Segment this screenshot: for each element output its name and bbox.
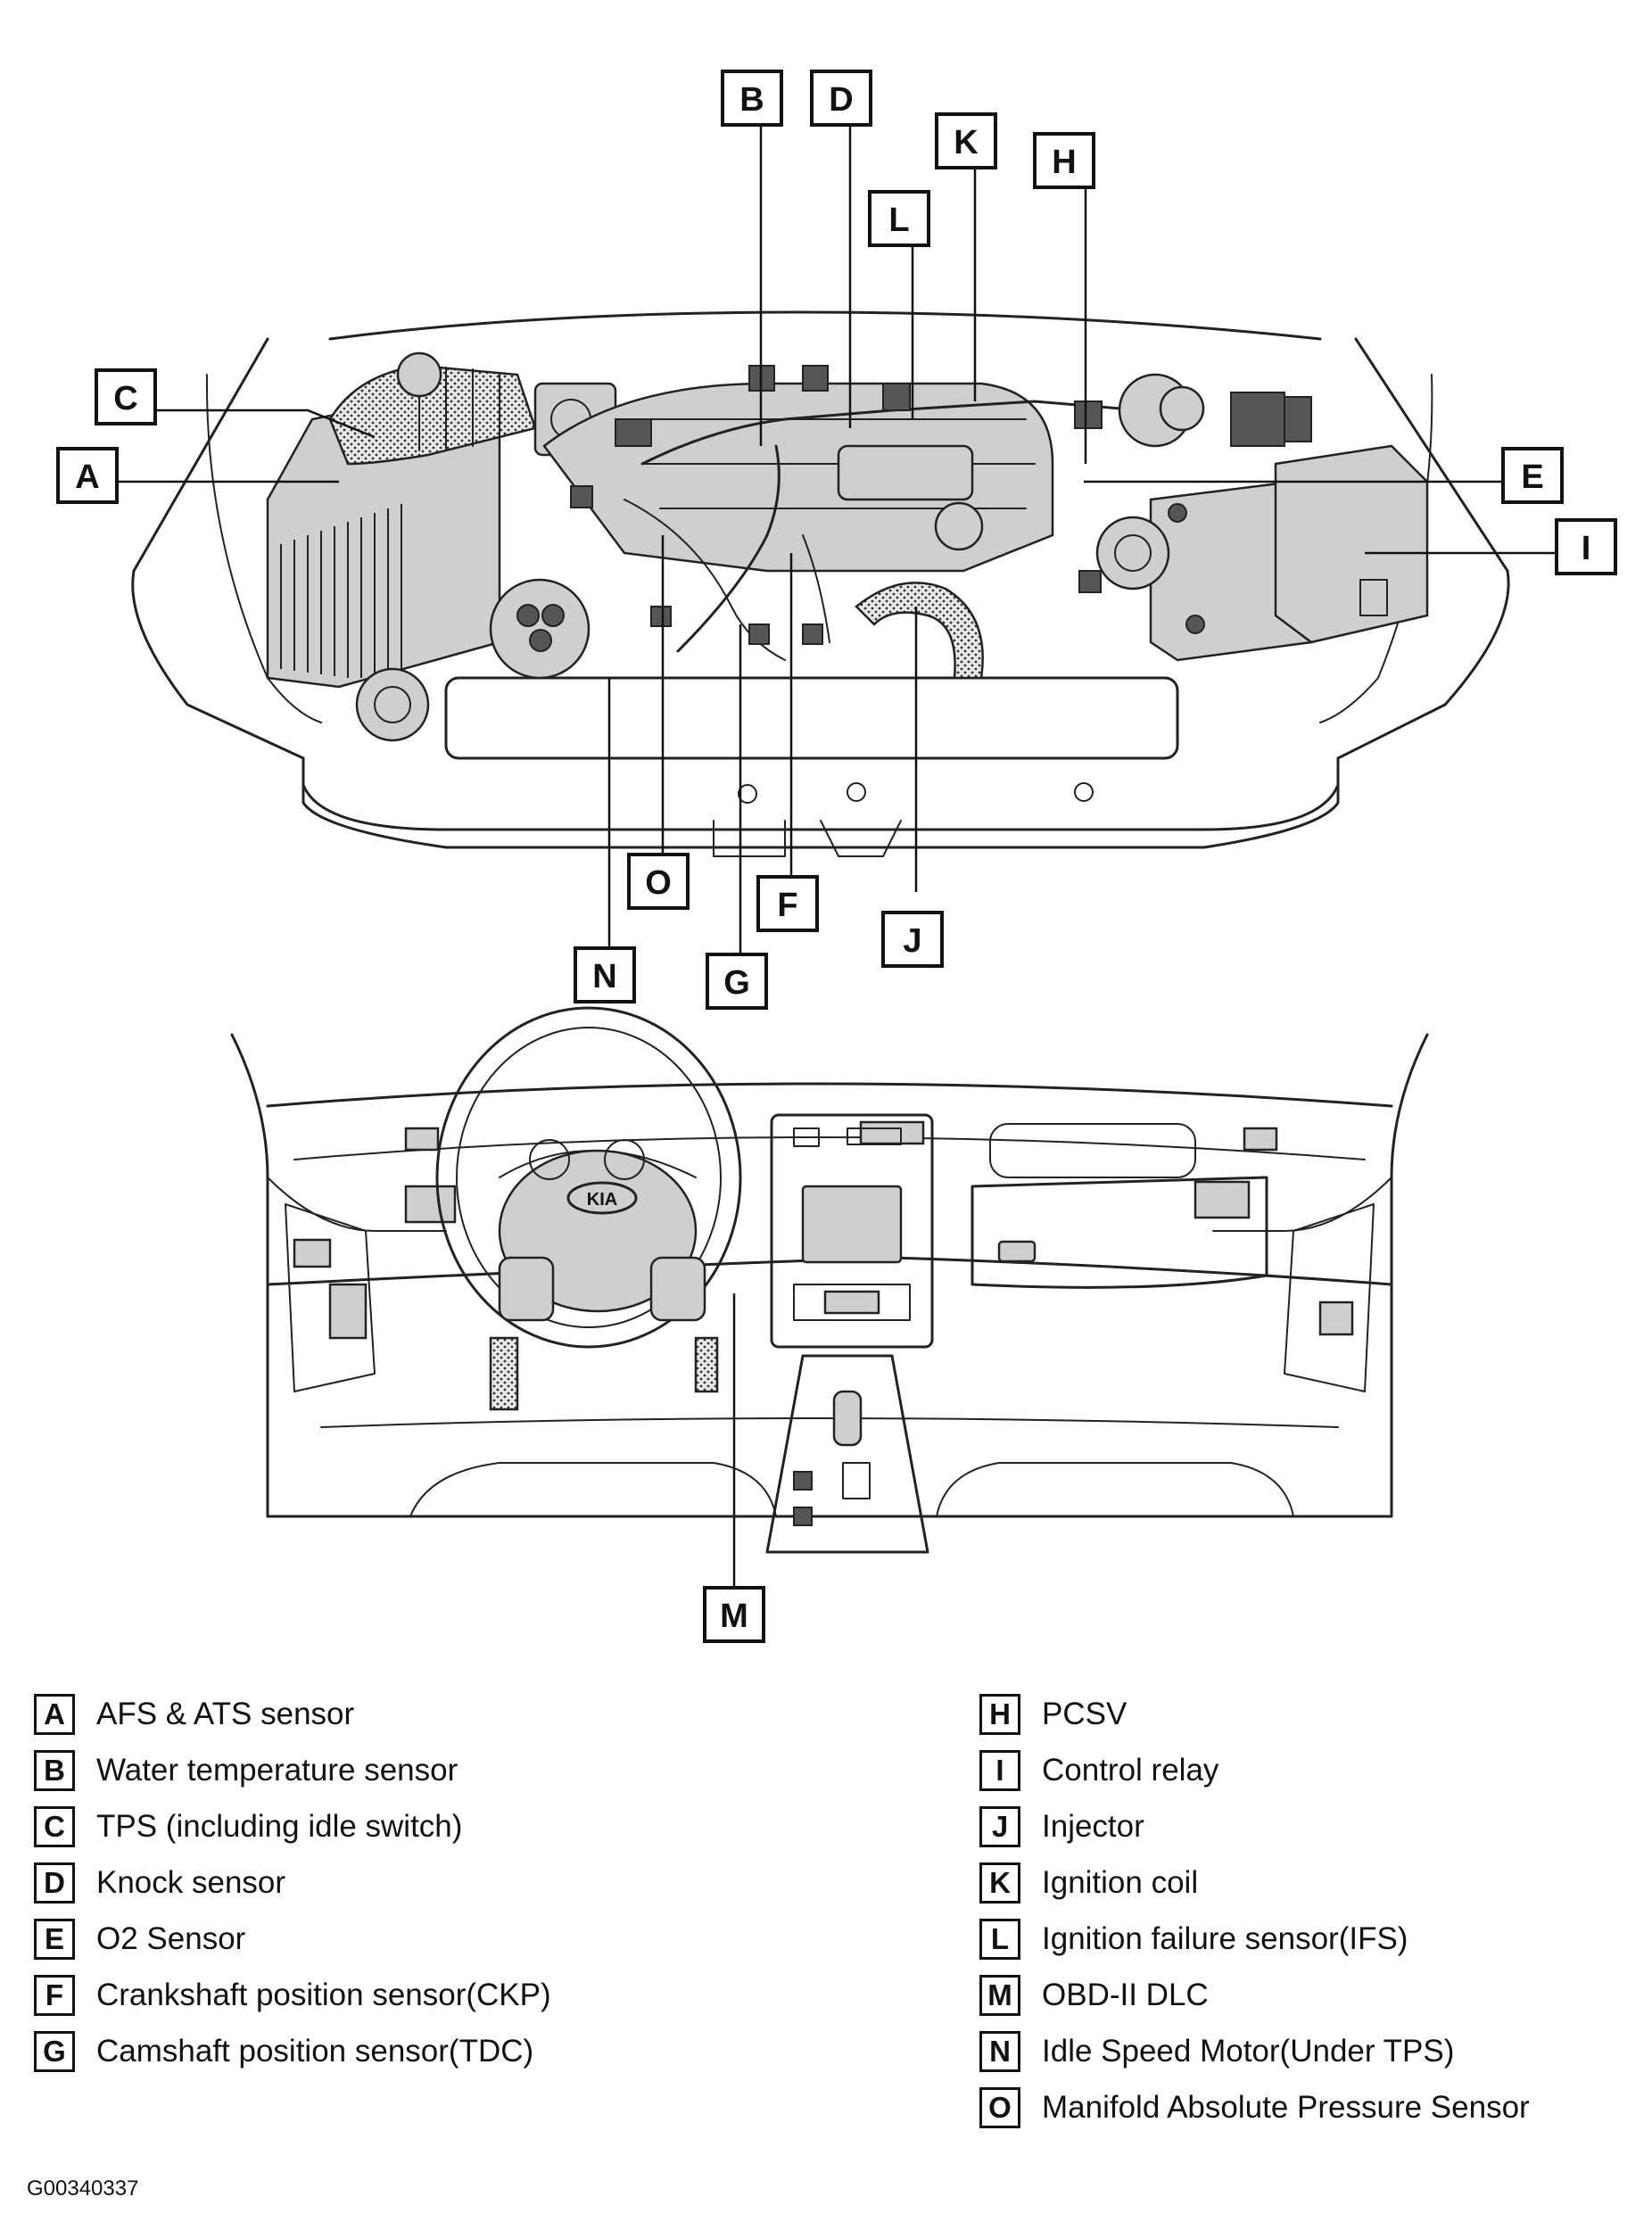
legend-item-o: O Manifold Absolute Pressure Sensor (979, 2079, 1530, 2135)
legend-label: TPS (including idle switch) (96, 1808, 463, 1844)
legend-letter: D (34, 1862, 75, 1904)
legend-label: Knock sensor (96, 1864, 286, 1900)
legend-letter: F (34, 1974, 75, 2016)
legend-item-b: B Water temperature sensor (34, 1742, 551, 1798)
callout-d: D (810, 70, 872, 127)
callout-g: G (706, 953, 768, 1010)
legend-letter: E (34, 1918, 75, 1960)
legend-letter: K (979, 1862, 1020, 1904)
legend-label: Injector (1042, 1808, 1144, 1844)
legend-letter: A (34, 1693, 75, 1735)
callout-i: I (1555, 518, 1617, 575)
svg-text:A: A (75, 458, 99, 496)
legend-letter: G (34, 2030, 75, 2072)
legend-item-n: N Idle Speed Motor(Under TPS) (979, 2023, 1530, 2079)
callout-k: K (935, 112, 997, 169)
legend-label: Manifold Absolute Pressure Sensor (1042, 2089, 1530, 2125)
callout-e: E (1501, 447, 1564, 504)
callout-o: O (627, 853, 690, 910)
legend-letter: I (979, 1749, 1020, 1791)
figure-id: G00340337 (27, 2176, 139, 2201)
kia-badge: KIA (587, 1190, 617, 1210)
svg-text:K: K (954, 124, 979, 161)
legend-left-column: A AFS & ATS sensor B Water temperature s… (34, 1686, 551, 2079)
legend-item-d: D Knock sensor (34, 1854, 551, 1911)
callout-b: B (721, 70, 783, 127)
legend-label: OBD-II DLC (1042, 1977, 1209, 2012)
svg-text:N: N (592, 958, 616, 995)
engine-bay-illustration (131, 310, 1510, 857)
legend-item-k: K Ignition coil (979, 1854, 1530, 1911)
legend-label: AFS & ATS sensor (96, 1696, 355, 1731)
legend-label: Camshaft position sensor(TDC) (96, 2033, 534, 2069)
legend-label: Control relay (1042, 1752, 1219, 1788)
callout-a: A (56, 447, 119, 504)
callout-l: L (868, 190, 930, 247)
callout-n: N (574, 946, 636, 1003)
legend-letter: N (979, 2030, 1020, 2072)
legend-label: Ignition coil (1042, 1864, 1199, 1900)
legend-item-a: A AFS & ATS sensor (34, 1686, 551, 1742)
callout-h: H (1033, 132, 1095, 189)
legend-item-h: H PCSV (979, 1686, 1530, 1742)
svg-text:E: E (1521, 458, 1543, 496)
legend-label: Crankshaft position sensor(CKP) (96, 1977, 551, 2012)
svg-text:L: L (888, 202, 909, 239)
legend-item-c: C TPS (including idle switch) (34, 1798, 551, 1854)
callout-m: M (703, 1586, 765, 1643)
legend-letter: M (979, 1974, 1020, 2016)
legend-letter: B (34, 1749, 75, 1791)
legend-item-e: E O2 Sensor (34, 1911, 551, 1967)
legend-item-j: J Injector (979, 1798, 1530, 1854)
legend-letter: L (979, 1918, 1020, 1960)
svg-text:D: D (829, 81, 853, 119)
svg-text:J: J (903, 922, 921, 960)
legend-item-l: L Ignition failure sensor(IFS) (979, 1911, 1530, 1967)
svg-text:B: B (739, 81, 764, 119)
legend-letter: J (979, 1805, 1020, 1847)
svg-text:O: O (645, 864, 672, 902)
legend-label: Ignition failure sensor(IFS) (1042, 1920, 1408, 1956)
callout-c: C (95, 368, 157, 425)
legend-label: Idle Speed Motor(Under TPS) (1042, 2033, 1455, 2069)
legend-item-f: F Crankshaft position sensor(CKP) (34, 1967, 551, 2023)
svg-text:G: G (723, 964, 750, 1002)
svg-text:H: H (1052, 144, 1076, 181)
svg-text:M: M (720, 1598, 748, 1635)
legend-item-g: G Camshaft position sensor(TDC) (34, 2023, 551, 2079)
legend-letter: O (979, 2086, 1020, 2128)
legend-item-i: I Control relay (979, 1742, 1530, 1798)
legend-label: Water temperature sensor (96, 1752, 458, 1788)
leader-lines (112, 120, 1561, 1588)
dashboard-illustration: KIA (230, 1006, 1429, 1554)
svg-text:I: I (1582, 530, 1591, 567)
legend-item-m: M OBD-II DLC (979, 1967, 1530, 2023)
svg-text:F: F (777, 887, 797, 924)
legend-label: PCSV (1042, 1696, 1127, 1731)
legend-right-column: H PCSV I Control relay J Injector K Igni… (979, 1686, 1530, 2135)
callout-f: F (756, 875, 819, 932)
legend-label: O2 Sensor (96, 1920, 246, 1956)
svg-text:C: C (113, 380, 137, 417)
legend-letter: H (979, 1693, 1020, 1735)
callout-j: J (881, 911, 944, 968)
legend-letter: C (34, 1805, 75, 1847)
